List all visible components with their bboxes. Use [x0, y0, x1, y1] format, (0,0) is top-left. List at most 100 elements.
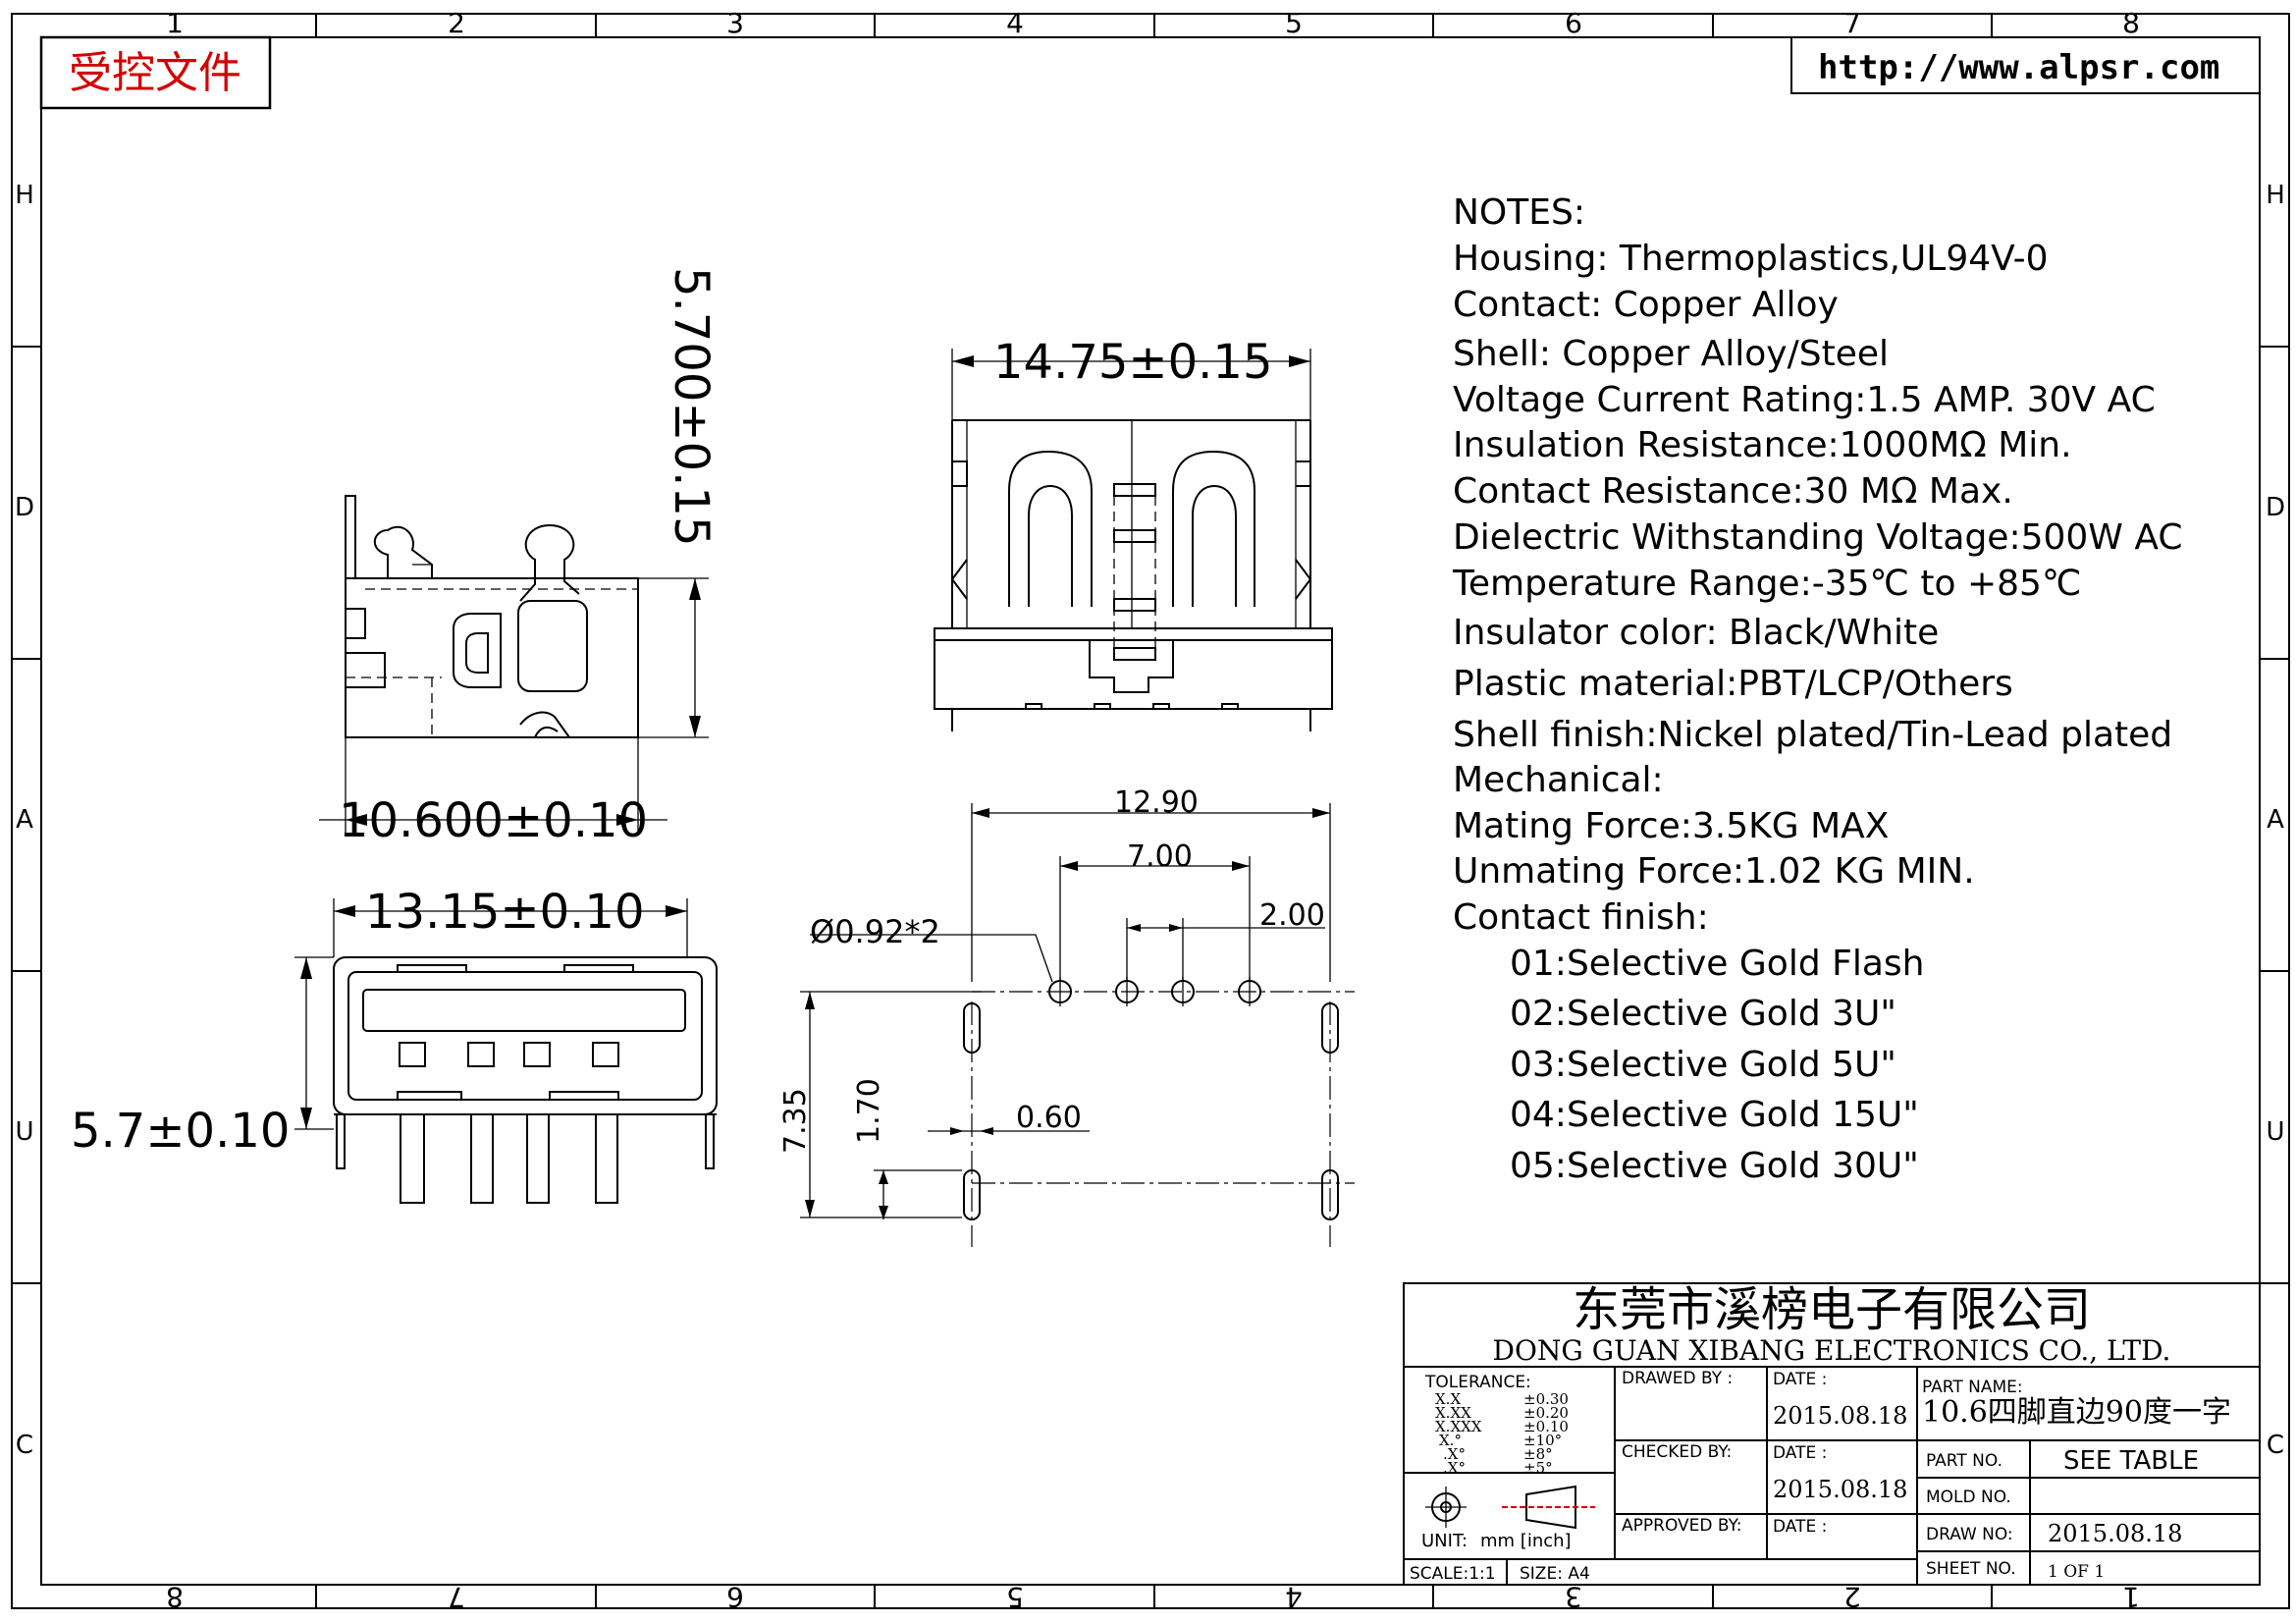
- finish-option: 05:Selective Gold 30U": [1510, 1146, 1919, 1186]
- side-view: 5.700±0.15 10.600±0.10: [319, 267, 719, 848]
- part-name-label: PART NAME:: [1922, 1378, 2023, 1397]
- frame-column-ticks: [315, 14, 1993, 1608]
- company-name-cn: 东莞市溪榜电子有限公司: [1573, 1282, 2091, 1337]
- finish-option: 01:Selective Gold Flash: [1510, 944, 1924, 984]
- tolerance-label: TOLERANCE:: [1424, 1373, 1531, 1392]
- date-drawn: 2015.08.18: [1773, 1402, 1907, 1430]
- column-label: 2: [448, 7, 465, 39]
- tolerance-value: ±10°: [1523, 1432, 1562, 1449]
- note-line: Insulation Resistance:1000MΩ Min.: [1453, 425, 2072, 465]
- front-contact-tops: [397, 964, 634, 972]
- row-label: C: [2267, 1431, 2284, 1460]
- tolerance-value: ±0.10: [1523, 1418, 1569, 1435]
- projection-symbol-icon: [1425, 1485, 1595, 1530]
- row-label: D: [2266, 493, 2285, 522]
- row-label: H: [2266, 181, 2285, 210]
- row-label: A: [2267, 805, 2284, 835]
- dim-pcb-overall: 12.90: [1114, 785, 1199, 820]
- unit-value: mm [inch]: [1480, 1531, 1572, 1551]
- drawing-frame: [11, 13, 2290, 1609]
- part-no-value: SEE TABLE: [2063, 1446, 2199, 1476]
- frame-column-labels-bottom: 8 7 6 5 4 3 2 1: [166, 1581, 2140, 1613]
- row-label: U: [2266, 1117, 2284, 1147]
- column-label: 4: [1006, 7, 1024, 39]
- part-no-label: PART NO.: [1926, 1451, 2002, 1471]
- notes-block: NOTES: Housing: Thermoplastics,UL94V-0 C…: [1452, 192, 2182, 1186]
- checked-by-label: CHECKED BY:: [1622, 1442, 1732, 1462]
- size-label: SIZE: A4: [1520, 1564, 1590, 1584]
- row-label: D: [15, 493, 34, 522]
- column-label: 7: [448, 1581, 465, 1613]
- note-line: Shell: Copper Alloy/Steel: [1453, 334, 1889, 374]
- note-line: Contact finish:: [1453, 897, 1709, 938]
- date-label: DATE :: [1773, 1370, 1827, 1389]
- date-checked: 2015.08.18: [1773, 1476, 1907, 1503]
- draw-no-label: DRAW NO:: [1926, 1525, 2013, 1544]
- dim-side-height: 5.700±0.15: [664, 267, 719, 547]
- tolerance-format: .X°: [1443, 1459, 1466, 1477]
- top-view: 14.75±0.15: [934, 335, 1333, 731]
- row-label: H: [15, 181, 34, 210]
- pcb-layout: 12.90 7.00 2.00 Ø0.92*2 7.35 1.70 0.60: [778, 785, 1355, 1247]
- note-line: Contact Resistance:30 MΩ Max.: [1453, 471, 2013, 512]
- note-line: Shell finish:Nickel plated/Tin-Lead plat…: [1453, 715, 2172, 755]
- row-label: A: [16, 805, 33, 835]
- column-label: 2: [1843, 1581, 1861, 1613]
- sheet-no-value: 1 OF 1: [2048, 1562, 2105, 1582]
- tolerance-value: ±0.20: [1523, 1404, 1569, 1422]
- note-line: Unmating Force:1.02 KG MIN.: [1453, 851, 1975, 892]
- note-line: Voltage Current Rating:1.5 AMP. 30V AC: [1453, 380, 2156, 420]
- note-line: Insulator color: Black/White: [1453, 613, 1939, 653]
- date-label: DATE :: [1773, 1517, 1827, 1537]
- column-label: 5: [1006, 1581, 1024, 1613]
- note-line: Dielectric Withstanding Voltage:500W AC: [1453, 517, 2182, 558]
- column-label: 3: [1565, 1581, 1582, 1613]
- tolerance-format: X.XX: [1435, 1404, 1471, 1422]
- note-line: Mechanical:: [1453, 760, 1664, 800]
- note-line: Plastic material:PBT/LCP/Others: [1453, 664, 2013, 704]
- finish-option: 03:Selective Gold 5U": [1510, 1045, 1896, 1085]
- dim-pcb-pin-pitch: 2.00: [1259, 898, 1325, 933]
- row-label: C: [16, 1431, 33, 1460]
- front-pin-pads: [399, 1042, 619, 1067]
- date-label: DATE :: [1773, 1443, 1827, 1463]
- dim-front-width: 13.15±0.10: [365, 885, 645, 940]
- part-name-value: 10.6四脚直边90度一字: [1922, 1395, 2231, 1430]
- pcb-holes: [1048, 977, 1261, 1006]
- note-line: Temperature Range:-35℃ to +85℃: [1452, 564, 2081, 604]
- note-line: Contact: Copper Alloy: [1453, 285, 1839, 325]
- pcb-slots: [963, 1002, 1339, 1220]
- note-line: Mating Force:3.5KG MAX: [1453, 806, 1889, 846]
- column-label: 6: [726, 1581, 744, 1613]
- dim-pcb-hole: Ø0.92*2: [810, 913, 940, 950]
- dim-top-width: 14.75±0.15: [993, 335, 1273, 390]
- column-label: 1: [166, 7, 184, 39]
- stamp-text: 受控文件: [69, 48, 241, 98]
- finish-option: 04:Selective Gold 15U": [1510, 1095, 1919, 1135]
- column-label: 8: [2122, 7, 2140, 39]
- dim-pcb-pin-span: 7.00: [1127, 839, 1193, 874]
- tolerance-format: .X°: [1443, 1445, 1466, 1463]
- top-view-slots: [1113, 483, 1156, 661]
- frame-row-labels: H D A U C H D A U C: [15, 181, 2285, 1460]
- mold-no-label: MOLD NO.: [1926, 1488, 2011, 1507]
- dim-front-height: 5.7±0.10: [71, 1104, 290, 1159]
- frame-row-ticks: [12, 346, 2289, 1284]
- front-view: 13.15±0.10 5.7±0.10: [71, 885, 718, 1204]
- top-view-marks: [1025, 703, 1239, 710]
- row-label: U: [15, 1117, 33, 1147]
- controlled-document-stamp: 受控文件: [39, 35, 272, 110]
- title-block-grid: [1404, 1367, 2260, 1585]
- approved-by-label: APPROVED BY:: [1622, 1516, 1741, 1536]
- column-label: 5: [1285, 7, 1303, 39]
- tolerance-value: ±0.30: [1523, 1390, 1569, 1408]
- draw-no-value: 2015.08.18: [2048, 1520, 2182, 1547]
- dim-side-width: 10.600±0.10: [339, 793, 648, 848]
- tolerance-format: X.°: [1439, 1432, 1462, 1449]
- title-block: 东莞市溪榜电子有限公司 DONG GUAN XIBANG ELECTRONICS…: [1403, 1282, 2261, 1586]
- column-label: 6: [1565, 7, 1582, 39]
- company-name-en: DONG GUAN XIBANG ELECTRONICS CO., LTD.: [1493, 1334, 2171, 1367]
- column-label: 8: [166, 1581, 184, 1613]
- website-url: http://www.alpsr.com: [1818, 48, 2219, 87]
